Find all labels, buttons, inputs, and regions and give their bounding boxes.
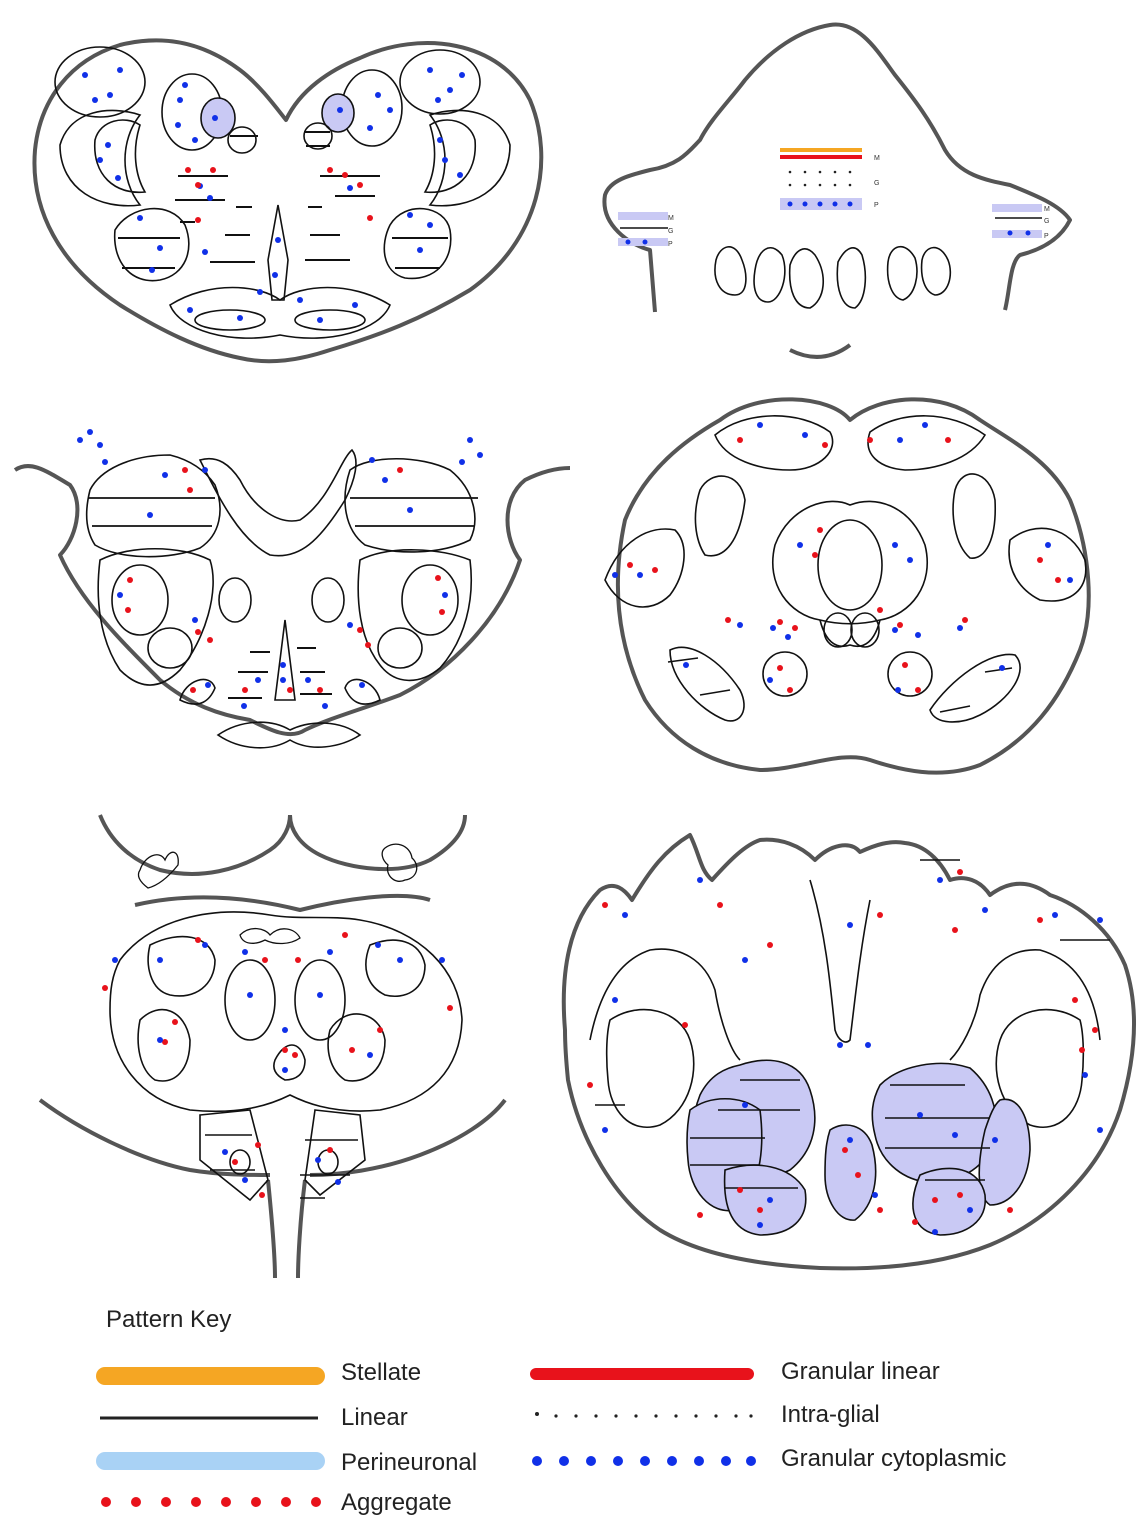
- section-panel-6: [564, 835, 1134, 1268]
- granular-cytoplasmic-dots: [112, 942, 445, 1185]
- granular-cytoplasmic-swatch: [532, 1456, 756, 1466]
- layer-bands: [618, 150, 1042, 246]
- purkinje-layer-label: P: [874, 202, 879, 209]
- aggregate-dots: [627, 437, 1061, 693]
- legend-label-granular-cytoplasmic: Granular cytoplasmic: [781, 1445, 1006, 1473]
- legend-label-linear: Linear: [341, 1404, 408, 1432]
- aggregate-swatch: [101, 1497, 321, 1507]
- section-panel-3: [15, 429, 570, 748]
- choroid-plexus: [138, 844, 416, 943]
- intra-glial-dots: [789, 171, 852, 187]
- section-panel-5: [40, 815, 505, 1278]
- legend-label-stellate: Stellate: [341, 1359, 421, 1387]
- molecular-layer-label: M: [874, 155, 880, 162]
- linear-marks: [118, 132, 448, 268]
- granular-cytoplasmic-dots: [77, 429, 483, 709]
- intra-glial-swatch: [535, 1412, 753, 1418]
- aggregate-dots: [102, 932, 453, 1198]
- section-panel-1: [34, 40, 541, 361]
- granular-cytoplasmic-dots: [612, 422, 1073, 693]
- section-panel-4: [605, 399, 1089, 772]
- granular-layer-label: G: [874, 180, 879, 187]
- right-purkinje-label: P: [1044, 233, 1049, 240]
- left-purkinje-label: P: [668, 241, 673, 248]
- legend-label-aggregate: Aggregate: [341, 1489, 452, 1517]
- section-panel-2: M G P M G P M G P: [604, 25, 1070, 357]
- aggregate-dots: [125, 467, 445, 693]
- right-granular-label: G: [1044, 218, 1049, 225]
- linear-marks: [205, 1135, 358, 1198]
- right-molecular-label: M: [1044, 206, 1050, 213]
- legend-label-perineuronal: Perineuronal: [341, 1449, 477, 1477]
- left-molecular-label: M: [668, 215, 674, 222]
- legend-symbols: [100, 1374, 756, 1507]
- left-granular-label: G: [668, 228, 673, 235]
- legend-label-intra-glial: Intra-glial: [781, 1401, 880, 1429]
- legend-label-granular-linear: Granular linear: [781, 1358, 940, 1386]
- pattern-key-title: Pattern Key: [106, 1306, 231, 1334]
